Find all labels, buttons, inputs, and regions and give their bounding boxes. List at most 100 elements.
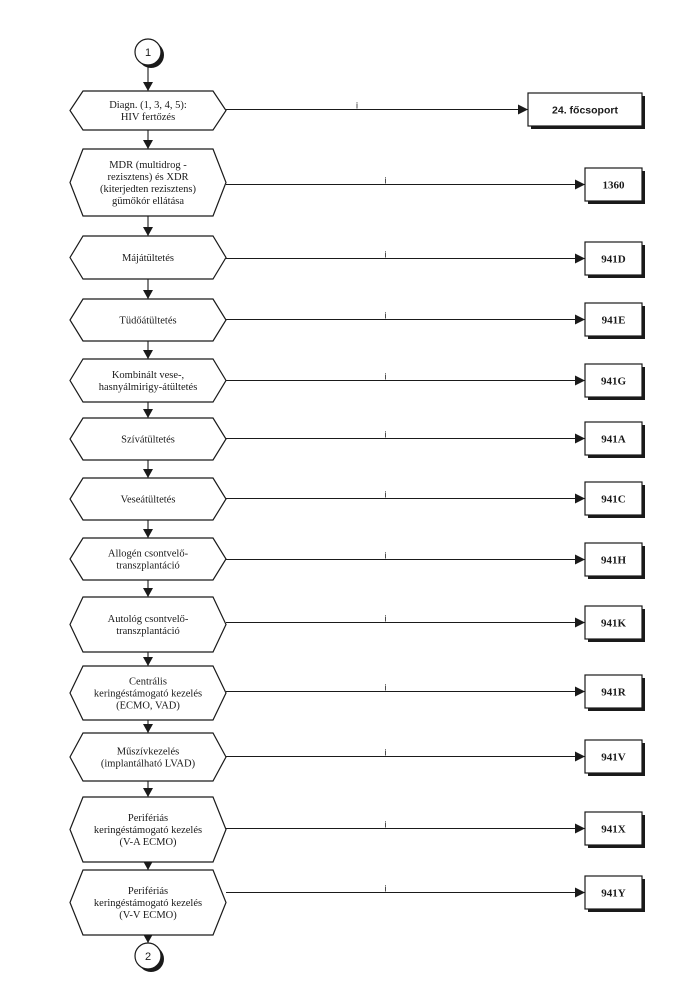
result-code: 941K (601, 618, 627, 630)
decision-label: Autológ csontvelő- (108, 614, 189, 625)
decision-label: keringéstámogató kezelés (94, 689, 202, 700)
decision-hexagon (69, 796, 227, 863)
start-connector (134, 38, 162, 66)
decision-label: MDR (multidrog - (109, 160, 187, 171)
decision-label: keringéstámogató kezelés (94, 898, 202, 909)
arrowhead-down (143, 82, 153, 91)
decision-label: (ECMO, VAD) (116, 701, 180, 712)
result-box (584, 481, 643, 516)
result-code: 24. főcsoport (552, 105, 618, 117)
yes-label: i (385, 250, 387, 260)
result-box (584, 167, 643, 202)
arrowhead-right (575, 823, 585, 834)
end-connector (134, 942, 162, 970)
arrowhead-down (143, 788, 153, 797)
result-box (584, 421, 643, 456)
decision-hexagon (69, 417, 227, 461)
yes-label: i (385, 614, 387, 624)
arrowhead-down (143, 861, 153, 870)
arrowhead-down (143, 469, 153, 478)
arrowhead-right (575, 179, 585, 190)
result-code: 941E (602, 315, 626, 327)
decision-hexagon (69, 596, 227, 653)
yes-label: i (385, 430, 387, 440)
yes-label: i (385, 490, 387, 500)
decision-label: (V-V ECMO) (119, 910, 177, 921)
yes-label: i (385, 683, 387, 693)
arrowhead-down (143, 350, 153, 359)
connector-lines (143, 65, 585, 943)
result-box (584, 875, 643, 910)
yes-label: i (385, 311, 387, 321)
decision-label: gümőkór ellátása (112, 196, 184, 207)
decision-label: Centrális (129, 677, 167, 688)
result-box (584, 363, 643, 398)
result-code: 941Y (601, 888, 626, 900)
result-box (584, 605, 643, 640)
result-code: 941H (601, 555, 627, 567)
decision-label: (implantálható LVAD) (101, 759, 196, 770)
result-code: 941A (601, 434, 626, 446)
decision-label: HIV fertőzés (121, 112, 175, 123)
decision-hexagon (69, 665, 227, 721)
decision-label: Diagn. (1, 3, 4, 5): (109, 100, 187, 111)
decision-label: transzplantáció (116, 561, 180, 572)
decision-label: Allogén csontvelő- (108, 549, 189, 560)
arrowhead-down (143, 140, 153, 149)
arrowhead-down (143, 409, 153, 418)
yes-label: i (385, 748, 387, 758)
result-box (527, 92, 643, 127)
arrowhead-down (143, 290, 153, 299)
decision-label: Májátültetés (122, 253, 174, 264)
decision-label: keringéstámogató kezelés (94, 825, 202, 836)
yes-label: i (385, 176, 387, 186)
result-box (584, 241, 643, 276)
arrowhead-right (575, 253, 585, 264)
decision-hexagon (69, 148, 227, 217)
result-code: 941D (601, 254, 626, 266)
decision-label: Szívátültetés (121, 435, 175, 446)
decision-label: transzplantáció (116, 626, 180, 637)
arrowhead-right (575, 751, 585, 762)
decision-label: Perifériás (128, 886, 168, 897)
decision-label: Kombinált vese-, (112, 370, 184, 381)
arrowhead-right (575, 887, 585, 898)
decision-hexagon (69, 90, 227, 131)
arrowhead-right (575, 617, 585, 628)
decision-label: Veseátültetés (121, 495, 176, 506)
decision-hexagon (69, 732, 227, 782)
arrowhead-right (575, 433, 585, 444)
result-code: 1360 (603, 180, 626, 192)
result-box (584, 302, 643, 337)
decision-label: rezisztens) és XDR (107, 172, 188, 183)
yes-label: i (385, 884, 387, 894)
arrowhead-down (143, 529, 153, 538)
result-box (584, 542, 643, 577)
decision-hexagon (69, 869, 227, 936)
yes-label: i (385, 551, 387, 561)
result-code: 941C (601, 494, 626, 506)
yes-label: i (356, 101, 358, 111)
decision-label: (V-A ECMO) (119, 837, 177, 848)
result-box (584, 739, 643, 774)
arrowhead-down (143, 724, 153, 733)
result-code: 941R (601, 687, 627, 699)
arrowhead-down (143, 934, 153, 943)
arrowhead-down (143, 657, 153, 666)
arrowhead-right (575, 314, 585, 325)
start-connector-label: 1 (145, 47, 151, 59)
arrowhead-down (143, 227, 153, 236)
result-box (584, 674, 643, 709)
decision-label: Perifériás (128, 813, 168, 824)
arrowhead-right (575, 375, 585, 386)
decision-hexagon (69, 358, 227, 403)
decision-hexagon (69, 537, 227, 581)
decision-hexagon (69, 298, 227, 342)
yes-label: i (385, 820, 387, 830)
arrowhead-down (143, 588, 153, 597)
result-code: 941G (601, 376, 627, 388)
result-code: 941X (601, 824, 626, 836)
arrowhead-right (575, 686, 585, 697)
